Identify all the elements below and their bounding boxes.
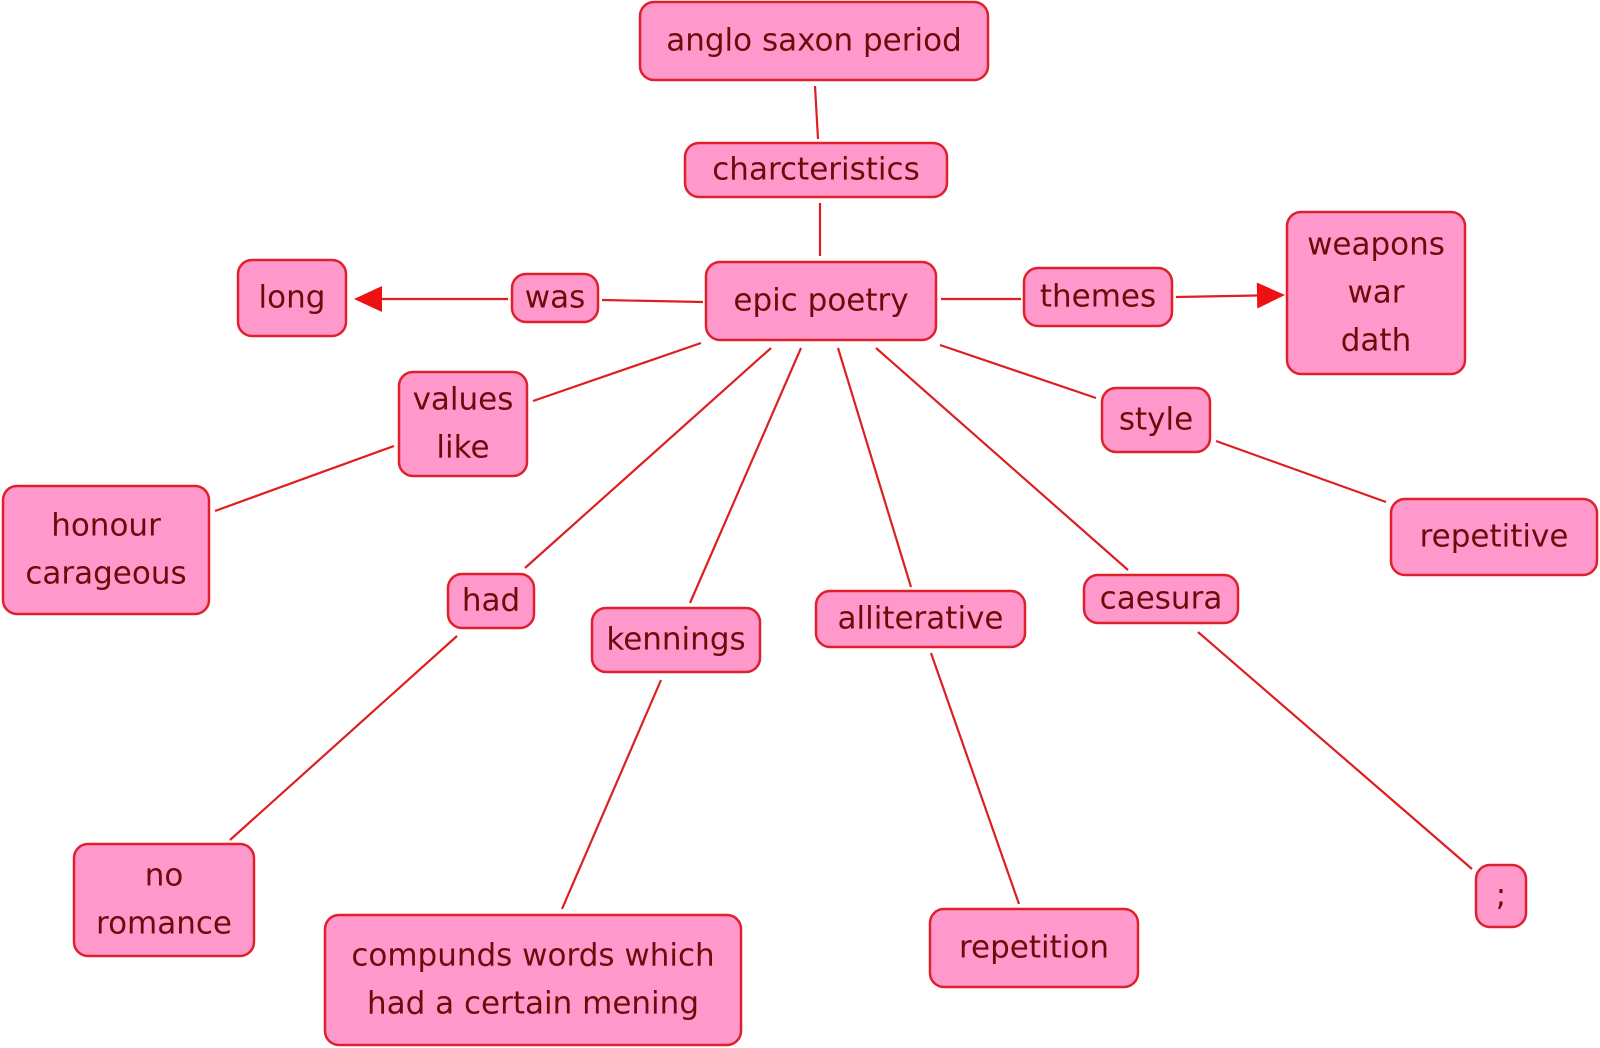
connector-epic-poetry-to-caesura xyxy=(875,347,1129,571)
node-box xyxy=(510,272,600,324)
node-box xyxy=(72,842,256,958)
node-label: anglo saxon period xyxy=(666,23,962,59)
node-label: carageous xyxy=(25,556,186,592)
node-box xyxy=(704,260,938,342)
connector-alliterative-to-repetition xyxy=(929,652,1021,905)
connector-values-like-to-honour-carageous xyxy=(214,444,395,513)
node-box xyxy=(236,258,348,338)
node-caesura: caesura xyxy=(1082,573,1240,625)
node-had: had xyxy=(446,572,536,630)
node-label: repetitive xyxy=(1420,519,1569,555)
connector-kennings-to-compunds-words xyxy=(560,679,663,910)
node-box xyxy=(1022,266,1174,328)
node-compunds-words: compunds words which had a certain mening xyxy=(323,913,743,1047)
connector-epic-poetry-to-was xyxy=(601,298,704,304)
node-long: long xyxy=(236,258,348,338)
node-label: romance xyxy=(96,906,232,942)
node-box xyxy=(590,606,762,674)
node-box xyxy=(1389,497,1599,577)
connector-themes-to-weapons-war-dath xyxy=(1175,294,1258,299)
node-no-romance: no romance xyxy=(72,842,256,958)
node-label: had xyxy=(462,583,520,619)
connector-had-to-no-romance xyxy=(229,635,458,841)
node-box xyxy=(1,484,211,616)
node-label: values xyxy=(413,382,514,418)
node-label: kennings xyxy=(606,622,745,658)
node-box xyxy=(1474,863,1528,929)
node-semicolon: ; xyxy=(1474,863,1528,929)
node-epic-poetry: epic poetry xyxy=(704,260,938,342)
node-themes: themes xyxy=(1022,266,1174,328)
connector-epic-poetry-to-alliterative xyxy=(836,347,913,588)
node-box xyxy=(397,370,529,478)
node-box xyxy=(323,913,743,1047)
node-label: style xyxy=(1119,402,1193,438)
connector-style-to-repetitive xyxy=(1215,439,1387,504)
node-label: long xyxy=(259,280,326,316)
node-alliterative: alliterative xyxy=(814,589,1027,649)
connector-anglo-saxon-period-to-charcteristics xyxy=(813,85,820,140)
node-label: caesura xyxy=(1100,581,1223,617)
node-label: honour xyxy=(51,508,161,544)
arrowhead-weapons-war-dath xyxy=(1256,282,1285,309)
node-box xyxy=(1285,210,1467,376)
node-label: epic poetry xyxy=(733,283,908,319)
node-label: repetition xyxy=(959,930,1109,966)
connector-epic-poetry-to-kennings xyxy=(688,347,803,604)
node-label: weapons xyxy=(1307,227,1445,263)
node-label: compunds words which xyxy=(351,938,714,974)
node-repetition: repetition xyxy=(928,907,1140,989)
node-label: themes xyxy=(1040,279,1156,315)
node-kennings: kennings xyxy=(590,606,762,674)
connector-layer xyxy=(214,85,1473,910)
node-honour-carageous: honour carageous xyxy=(1,484,211,616)
node-label: war xyxy=(1347,275,1404,311)
node-box xyxy=(1082,573,1240,625)
connector-epic-poetry-to-had xyxy=(524,347,772,569)
arrowhead-long xyxy=(354,286,382,312)
node-box xyxy=(814,589,1027,649)
node-box xyxy=(928,907,1140,989)
node-box xyxy=(446,572,536,630)
node-label: had a certain mening xyxy=(367,986,699,1022)
node-label: like xyxy=(436,430,489,466)
node-label: ; xyxy=(1496,878,1506,914)
connector-caesura-to-semicolon xyxy=(1197,631,1473,870)
node-values-like: values like xyxy=(397,370,529,478)
node-label: alliterative xyxy=(838,601,1004,637)
node-label: dath xyxy=(1341,323,1411,359)
node-label: charcteristics xyxy=(712,152,920,188)
node-label: was xyxy=(525,280,586,316)
node-weapons-war-dath: weapons war dath xyxy=(1285,210,1467,376)
node-label: no xyxy=(145,858,184,894)
node-charcteristics: charcteristics xyxy=(683,141,949,199)
node-box xyxy=(683,141,949,199)
node-was: was xyxy=(510,272,600,324)
connector-epic-poetry-to-style xyxy=(939,343,1097,400)
node-style: style xyxy=(1100,386,1212,454)
node-anglo-saxon-period: anglo saxon period xyxy=(638,0,990,82)
node-box xyxy=(638,0,990,82)
node-repetitive: repetitive xyxy=(1389,497,1599,577)
connector-epic-poetry-to-values-like xyxy=(532,341,702,403)
node-box xyxy=(1100,386,1212,454)
